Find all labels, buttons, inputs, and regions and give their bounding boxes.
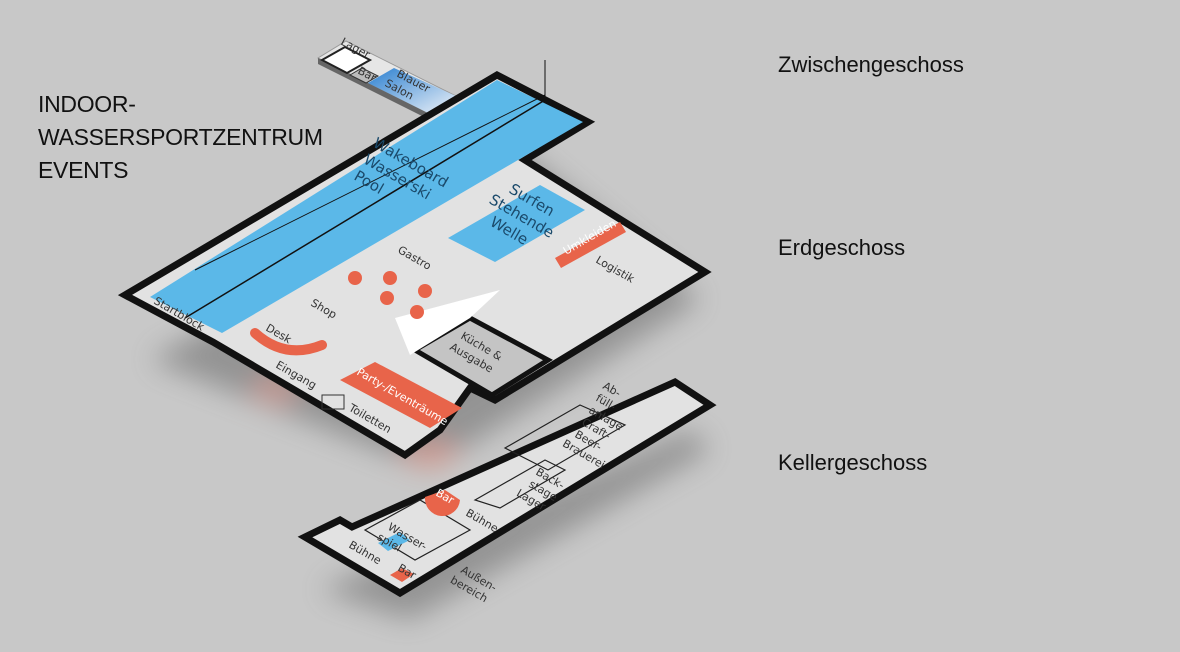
surfen-area: [448, 185, 585, 262]
bar-shape: [424, 490, 460, 517]
floor-label-zwischengeschoss: Zwischengeschoss: [778, 52, 964, 77]
bar-shape: [390, 568, 414, 582]
zwischengeschoss-plan: Lager Bar Blauer Salon: [316, 35, 458, 119]
kellergeschoss-plan: Ab- füll- anlage Craft- Beer- Brauerei B…: [297, 378, 717, 605]
title-line: INDOOR-: [38, 91, 136, 117]
blauer-salon-room: [368, 68, 456, 113]
party-room: [340, 362, 462, 428]
toiletten-icon: [321, 394, 345, 410]
page-title: INDOOR- WASSERSPORTZENTRUM EVENTS: [38, 88, 323, 187]
room-label-surfen: Surfen Stehende Welle: [477, 174, 571, 261]
title-line: WASSERSPORTZENTRUM: [38, 124, 323, 150]
floor-label-kellergeschoss: Kellergeschoss: [778, 450, 928, 475]
wasserspiel-area: [378, 532, 410, 551]
stairs-icon: [319, 45, 373, 75]
title-line: EVENTS: [38, 157, 129, 183]
floor-label-erdgeschoss: Erdgeschoss: [778, 235, 906, 260]
desk-shape: [250, 328, 327, 356]
erdgeschoss-plan: Wakeboard Wasserski Pool Surfen Stehende…: [117, 60, 712, 460]
umkleiden-room: [555, 222, 626, 268]
gastro-tables: [348, 271, 432, 319]
